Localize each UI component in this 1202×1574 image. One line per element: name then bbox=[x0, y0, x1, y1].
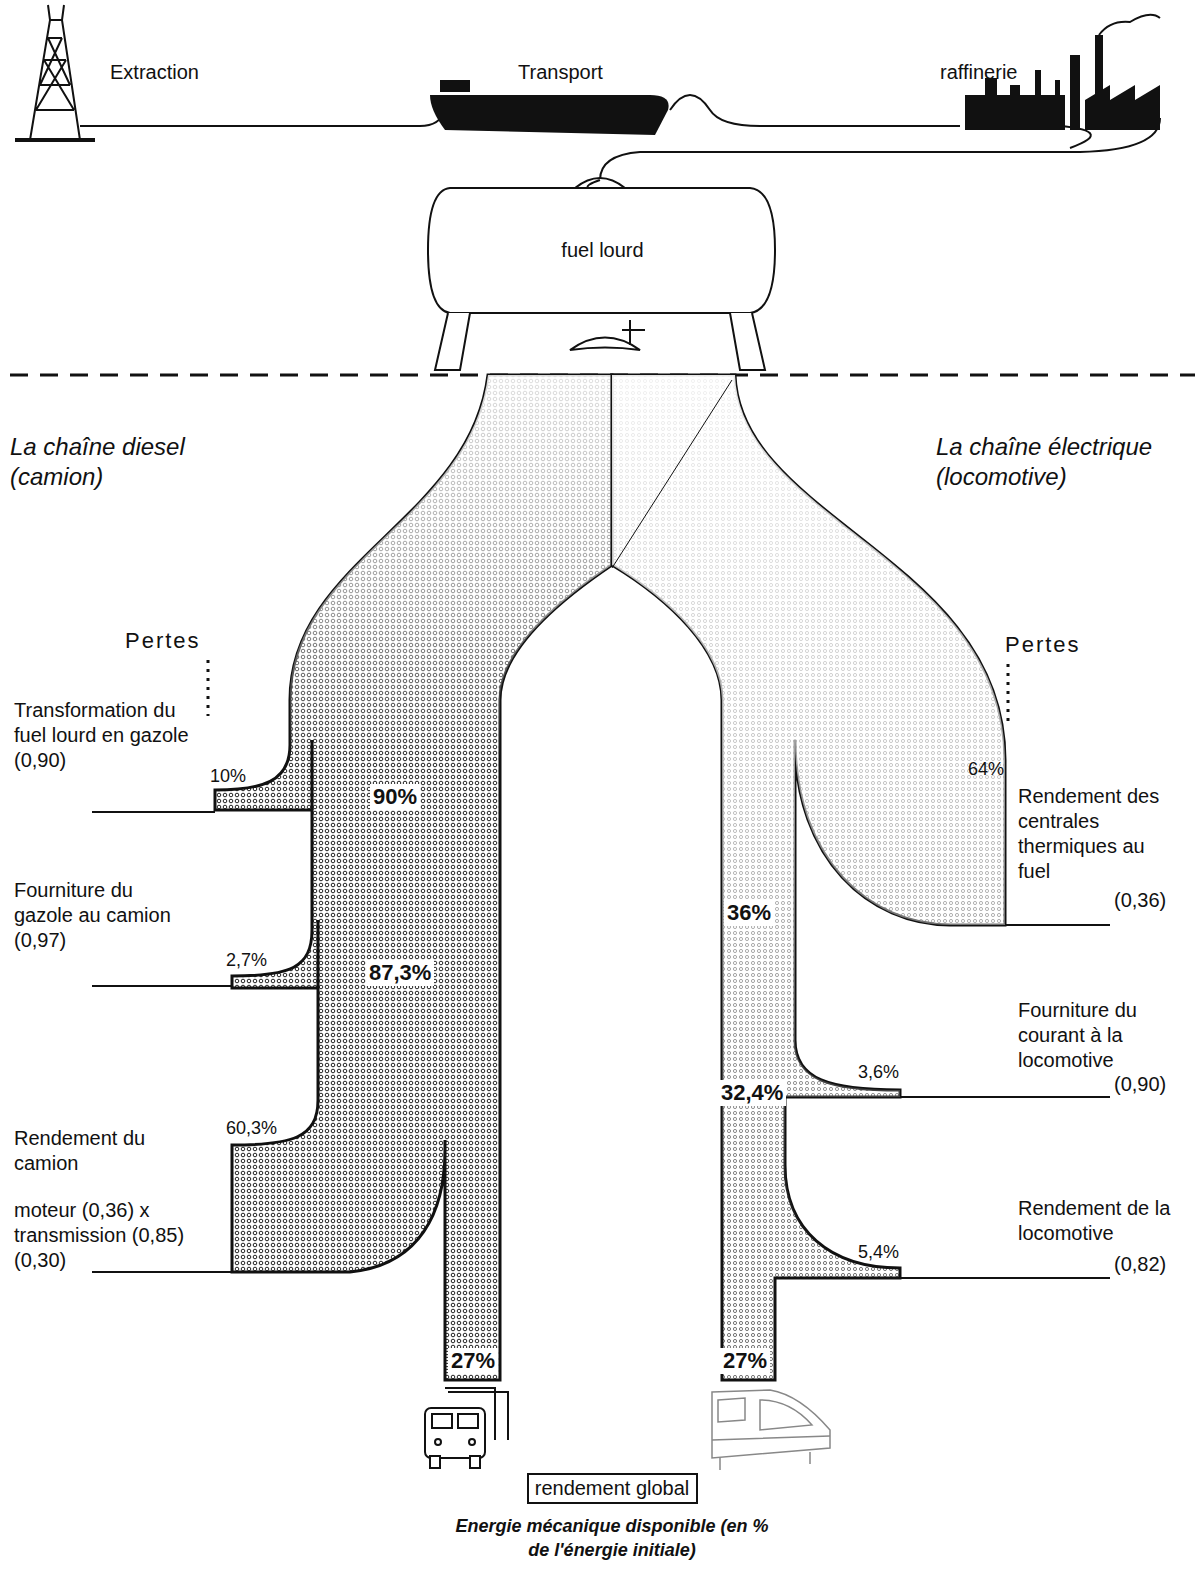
fuel-tank bbox=[428, 178, 775, 370]
factor-label: (0,82) bbox=[1114, 1252, 1166, 1277]
supply-chain bbox=[15, 5, 1160, 180]
factor-label: (0,36) bbox=[1114, 888, 1166, 913]
loss-value: 5,4% bbox=[858, 1240, 899, 1265]
stage-label: Transformation du fuel lourd en gazole (… bbox=[14, 698, 194, 773]
stage-label: Rendement du camion bbox=[14, 1126, 154, 1176]
chain-title: La chaîne diesel (camion) bbox=[10, 432, 230, 492]
diesel-band bbox=[215, 375, 612, 1380]
loss-value: 2,7% bbox=[226, 948, 267, 973]
stage-label: moteur (0,36) x transmission (0,85) (0,3… bbox=[14, 1198, 229, 1273]
tanker-ship bbox=[430, 95, 669, 135]
loss-value: 60,3% bbox=[226, 1116, 277, 1141]
flow-value: 87,3% bbox=[366, 960, 434, 986]
station-label: Transport bbox=[518, 60, 603, 85]
result-box: rendement global bbox=[527, 1473, 698, 1504]
factor-label: (0,90) bbox=[1114, 1072, 1166, 1097]
locomotive-icon bbox=[712, 1390, 830, 1470]
tank-node: fuel lourd bbox=[430, 190, 775, 310]
node-text: rendement global bbox=[535, 1477, 690, 1500]
caption: Energie mécanique disponible (en % de l'… bbox=[452, 1514, 772, 1562]
flow-value: 36% bbox=[724, 900, 774, 926]
flow-value: 27% bbox=[448, 1348, 498, 1374]
station-label: Extraction bbox=[110, 60, 199, 85]
stage-label: Fourniture du gazole au camion (0,97) bbox=[14, 878, 184, 953]
stage-label: Fourniture du courant à la locomotive bbox=[1018, 998, 1198, 1073]
stage-label: Rendement des centrales thermiques au fu… bbox=[1018, 784, 1178, 884]
stage-label: Rendement de la locomotive bbox=[1018, 1196, 1193, 1246]
truck-icon bbox=[425, 1388, 508, 1468]
flow-value: 90% bbox=[370, 784, 420, 810]
leader-lines bbox=[92, 660, 1110, 1278]
loss-value: 64% bbox=[968, 757, 1004, 782]
flow-value: 27% bbox=[720, 1348, 770, 1374]
chain-title: La chaîne électrique (locomotive) bbox=[936, 432, 1198, 492]
loss-heading: Pertes bbox=[1005, 632, 1081, 657]
loss-value: 3,6% bbox=[858, 1060, 899, 1085]
loss-value: 10% bbox=[210, 764, 246, 789]
station-label: raffinerie bbox=[940, 60, 1017, 85]
loss-heading: Pertes bbox=[125, 628, 201, 653]
node-text: fuel lourd bbox=[561, 239, 643, 262]
flow-value: 32,4% bbox=[718, 1080, 786, 1106]
electric-band bbox=[612, 375, 1005, 1380]
